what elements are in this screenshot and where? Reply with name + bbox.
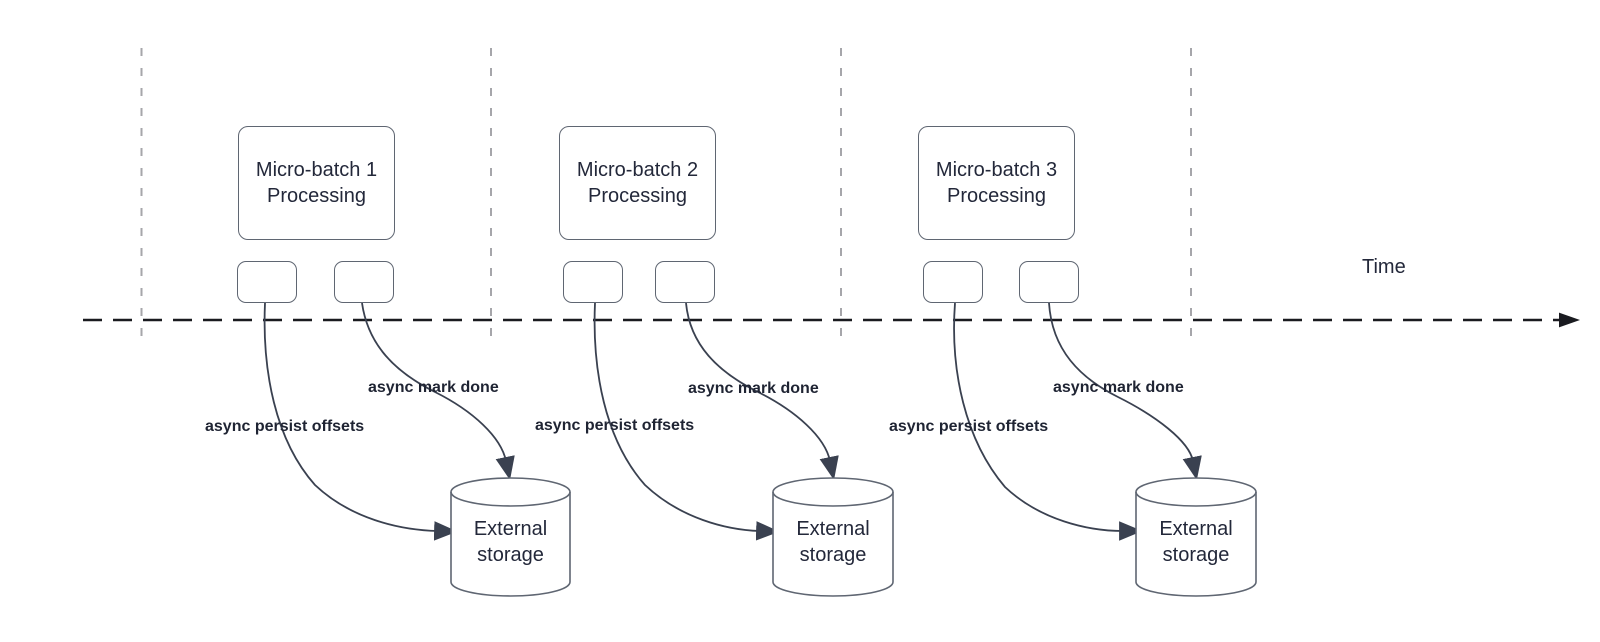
mark-done-arrow-2	[685, 302, 839, 481]
mark-done-label-1: async mark done	[368, 379, 499, 396]
storage-cylinder-1	[450, 477, 571, 597]
external-storage-2-line1: External	[796, 518, 870, 540]
persist-offsets-arrow-3	[953, 302, 1143, 541]
done-task-box-1	[334, 261, 394, 303]
micro-batch-2-processing-box: Micro-batch 2 Processing	[559, 126, 716, 240]
mark-done-arrow-3	[1048, 302, 1202, 481]
persist-offsets-arrow-2	[593, 302, 780, 541]
external-storage-3-line2: storage	[1162, 544, 1230, 566]
external-storage-2-line2: storage	[799, 544, 867, 566]
micro-batch-2-title-line1: Micro-batch 2	[576, 159, 699, 181]
micro-batch-1-processing-box: Micro-batch 1 Processing	[238, 126, 395, 240]
persist-offsets-label-1: async persist offsets	[205, 418, 365, 435]
micro-batch-1-title-line2: Processing	[267, 185, 366, 207]
storage-cylinder-3	[1135, 477, 1257, 597]
storage-cylinder-2	[772, 477, 894, 597]
micro-batch-3-title-line1: Micro-batch 3	[935, 159, 1058, 181]
external-storage-3-line1: External	[1159, 518, 1233, 540]
time-axis-label: Time	[1362, 256, 1406, 278]
mark-done-label-2: async mark done	[688, 380, 819, 397]
external-storage-1-line2: storage	[477, 544, 544, 566]
external-storage-label-2: External storage	[773, 513, 893, 571]
mark-done-label-3: async mark done	[1053, 379, 1184, 396]
micro-batch-1-title-line1: Micro-batch 1	[255, 159, 378, 181]
persist-offsets-arrow-1	[263, 302, 458, 541]
external-storage-1-line1: External	[473, 518, 548, 540]
persist-offsets-label-2: async persist offsets	[535, 417, 695, 434]
done-task-box-2	[655, 261, 715, 303]
offset-task-box-3	[923, 261, 983, 303]
micro-batch-2-title-line2: Processing	[588, 185, 687, 207]
lane-boundary-lines	[140, 48, 1192, 338]
offset-task-box-1	[237, 261, 297, 303]
time-axis	[83, 312, 1580, 328]
micro-batch-3-title-line2: Processing	[947, 185, 1046, 207]
external-storage-label-1: External storage	[451, 513, 570, 571]
micro-batch-3-processing-box: Micro-batch 3 Processing	[918, 126, 1075, 240]
time-axis-arrowhead	[1559, 312, 1580, 328]
offset-task-box-2	[563, 261, 623, 303]
external-storage-label-3: External storage	[1136, 513, 1256, 571]
mark-done-arrow-1	[361, 302, 515, 481]
persist-offsets-label-3: async persist offsets	[889, 418, 1049, 435]
done-task-box-3	[1019, 261, 1079, 303]
